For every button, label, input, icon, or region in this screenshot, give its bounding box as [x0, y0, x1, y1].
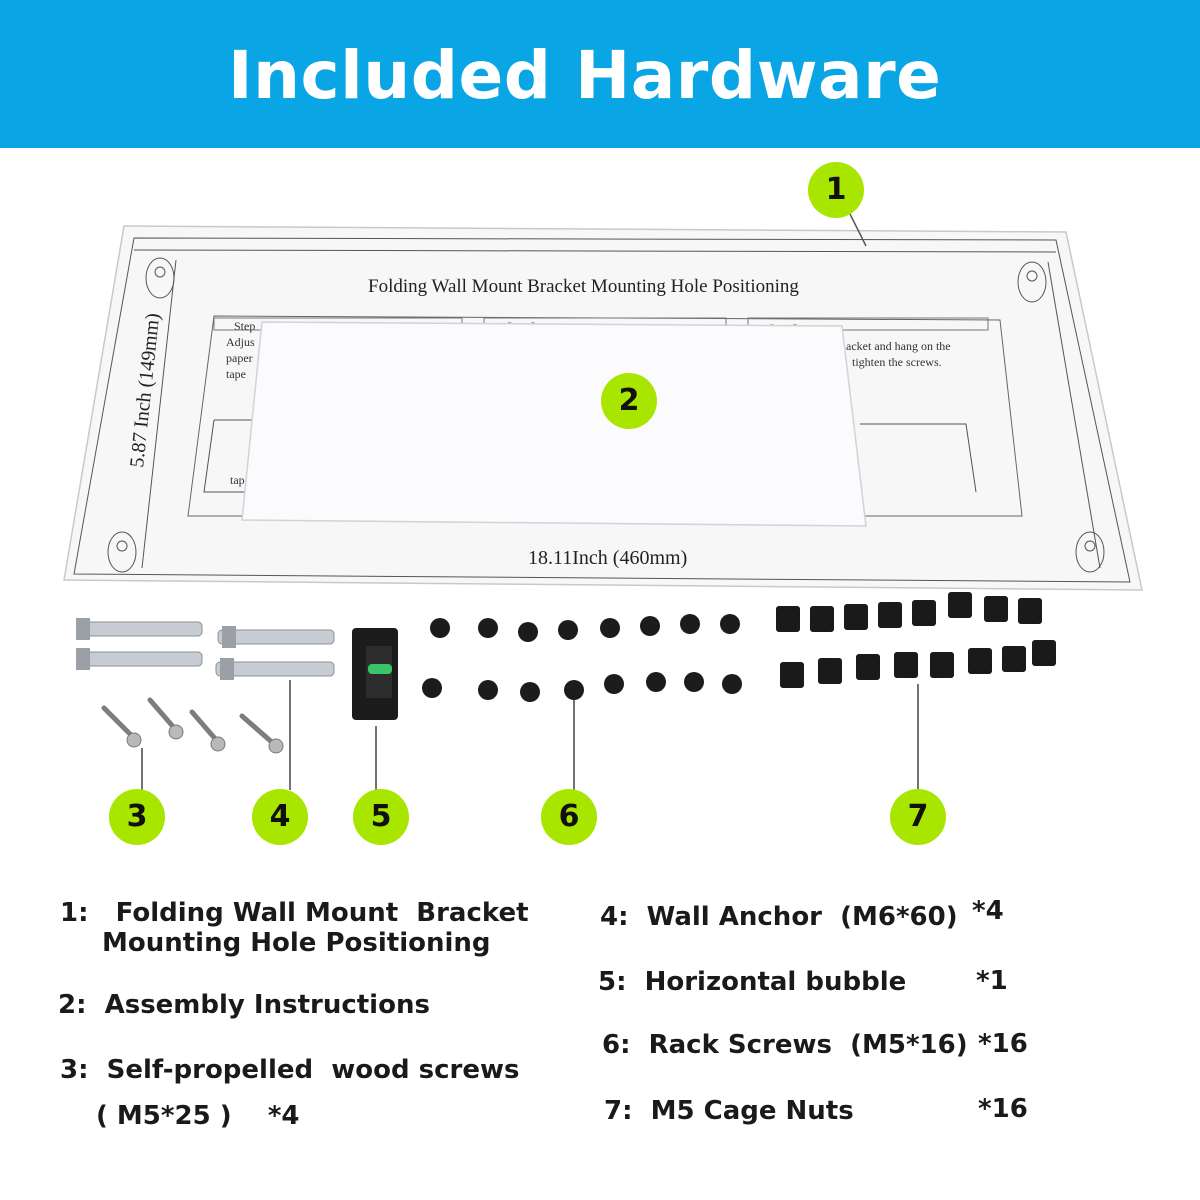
- badge-4: 4: [252, 789, 308, 845]
- legend-item-6: 6: Rack Screws (M5*16): [602, 1030, 968, 1060]
- badge-1: 1: [808, 162, 864, 218]
- legend-item-5-qty: *1: [976, 966, 1008, 996]
- bubble-level: [352, 628, 398, 720]
- legend-item-1: 1: Folding Wall Mount Bracket: [60, 898, 529, 928]
- legend-item-3-cont: ( M5*25 ) *4: [96, 1101, 300, 1131]
- template-width-label: 18.11Inch (460mm): [528, 547, 687, 569]
- legend-item-6-qty: *16: [978, 1029, 1028, 1059]
- legend-item-3: 3: Self-propelled wood screws: [60, 1055, 520, 1085]
- badge-3: 3: [109, 789, 165, 845]
- wood-screws: [101, 697, 277, 747]
- wall-anchors: [76, 618, 335, 680]
- legend-item-7-qty: *16: [978, 1094, 1028, 1124]
- step1-title: Step: [234, 319, 255, 333]
- page-title: Included Hardware: [228, 37, 942, 114]
- cage-nuts: [776, 592, 1056, 688]
- legend-item-4-qty: *4: [972, 896, 1004, 926]
- hardware-scene: Folding Wall Mount Bracket Mounting Hole…: [63, 209, 1143, 790]
- keyhole-icon: [107, 257, 1105, 573]
- legend-item-5: 5: Horizontal bubble: [598, 967, 907, 997]
- legend-item-4: 4: Wall Anchor (M6*60): [600, 902, 958, 932]
- assembly-instructions-sheet: [241, 321, 867, 527]
- step1-line: tape: [226, 367, 246, 381]
- badge-7: 7: [890, 789, 946, 845]
- template-title: Folding Wall Mount Bracket Mounting Hole…: [368, 276, 799, 297]
- rack-screws: [422, 614, 742, 702]
- badge-6: 6: [541, 789, 597, 845]
- header-banner: Included Hardware: [0, 0, 1200, 148]
- badge-5: 5: [353, 789, 409, 845]
- step1-line: Adjus: [226, 335, 255, 349]
- step1-line: paper: [226, 351, 253, 365]
- legend-item-7: 7: M5 Cage Nuts: [604, 1096, 854, 1126]
- legend-item-2: 2: Assembly Instructions: [58, 990, 430, 1020]
- badge-2: 2: [601, 373, 657, 429]
- tape-label: tap: [230, 473, 245, 487]
- legend-item-1-cont: Mounting Hole Positioning: [102, 928, 491, 958]
- step3-line: acket and hang on the: [846, 339, 951, 353]
- step3-line: tighten the screws.: [852, 355, 942, 369]
